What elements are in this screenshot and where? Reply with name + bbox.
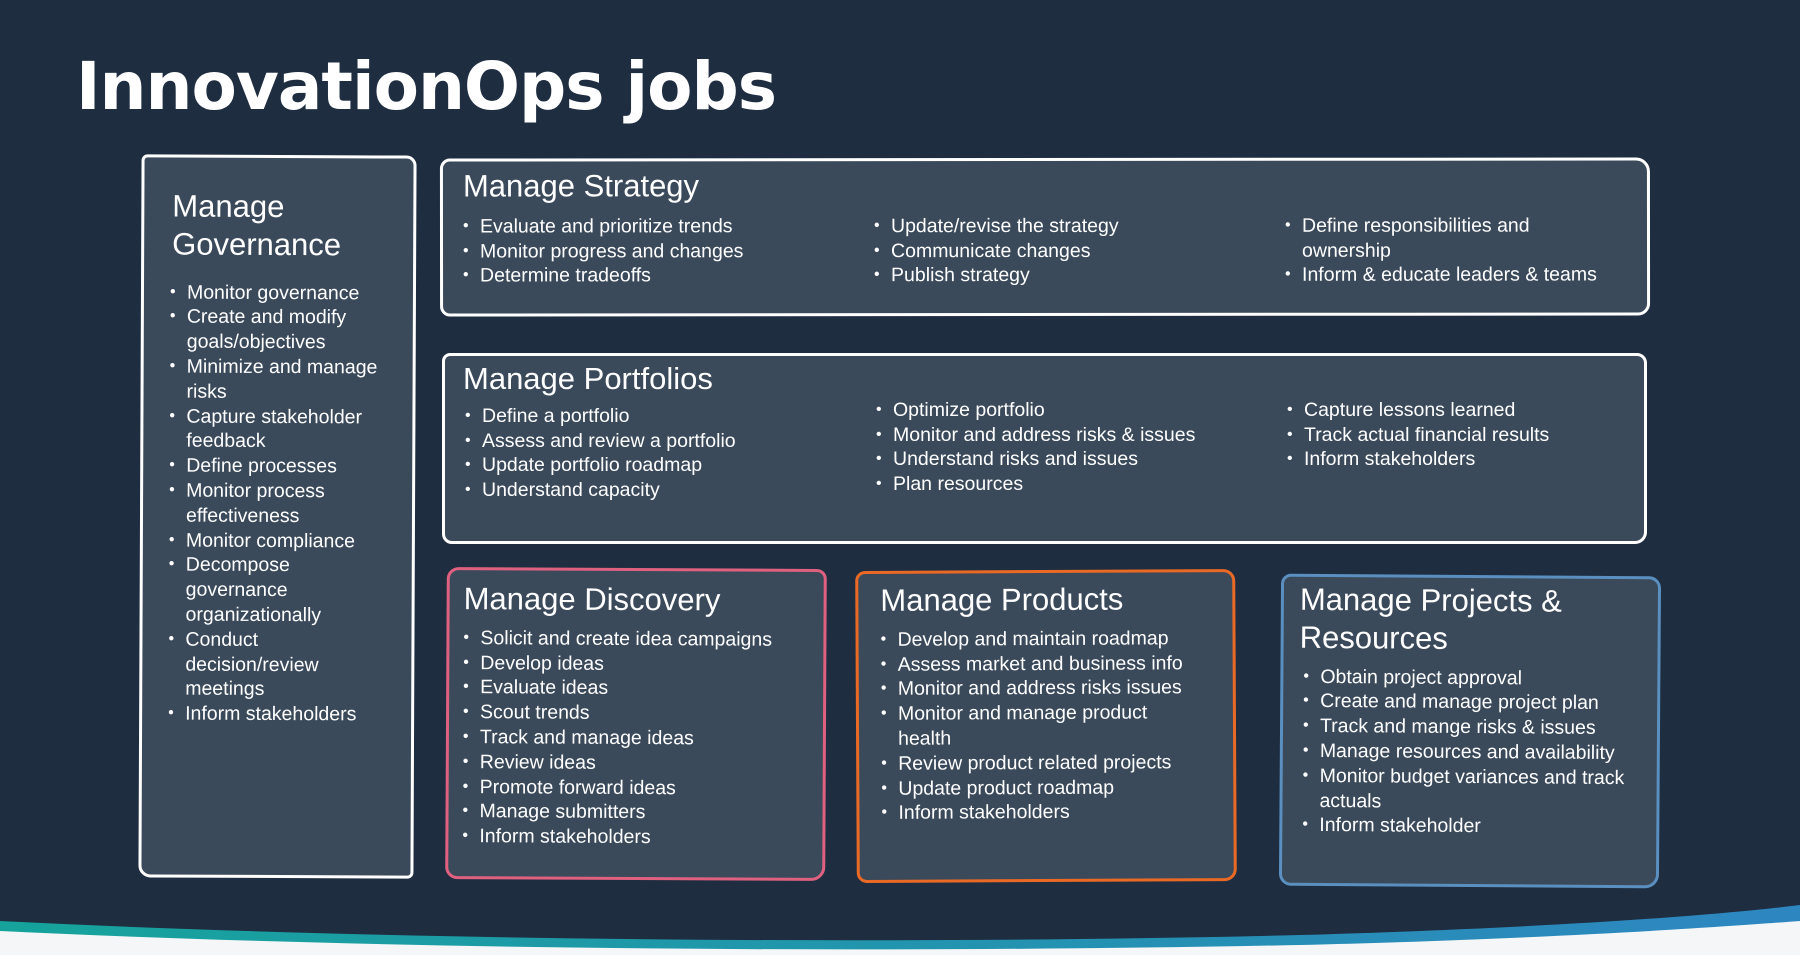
list-item: Solicit and create idea campaigns <box>463 626 805 653</box>
slide-title: InnovationOps jobs <box>76 48 777 125</box>
list-item: Obtain project approval <box>1303 664 1643 691</box>
list-item: Assess market and business info <box>881 651 1201 677</box>
list-item: Define processes <box>169 454 392 480</box>
list-item: Manage resources and availability <box>1303 739 1643 766</box>
list-item: Evaluate and prioritize trends <box>463 214 863 239</box>
list-item: Track and mange risks & issues <box>1303 714 1643 741</box>
list-item: Monitor compliance <box>169 528 392 554</box>
discovery-list: Solicit and create idea campaignsDevelop… <box>462 626 805 851</box>
list-item: Manage submitters <box>462 799 804 826</box>
list-item: Monitor progress and changes <box>463 239 863 264</box>
portfolios-heading: Manage Portfolios <box>463 361 713 396</box>
list-item: Develop ideas <box>463 651 805 678</box>
list-item: Understand capacity <box>465 478 865 503</box>
list-item: Publish strategy <box>874 263 1274 288</box>
list-item: Track actual financial results <box>1287 423 1647 448</box>
list-item: Scout trends <box>463 700 805 727</box>
portfolios-list-col3: Capture lessons learnedTrack actual fina… <box>1287 398 1647 472</box>
list-item: Inform stakeholders <box>462 824 804 851</box>
list-item: Minimize and manage risks <box>169 355 392 406</box>
list-item: Define responsibilities and ownership <box>1285 213 1605 263</box>
products-heading: Manage Products <box>880 581 1124 618</box>
list-item: Track and manage ideas <box>463 725 805 752</box>
governance-heading: Manage Governance <box>172 188 342 263</box>
strategy-list-col2: Update/revise the strategyCommunicate ch… <box>874 214 1274 289</box>
list-item: Monitor process effectiveness <box>169 479 392 530</box>
portfolios-list-col2: Optimize portfolioMonitor and address ri… <box>876 398 1276 497</box>
portfolios-panel: Manage Portfolios Define a portfolioAsse… <box>442 353 1647 544</box>
list-item: Review product related projects <box>881 750 1201 776</box>
list-item: Promote forward ideas <box>463 775 805 802</box>
list-item: Conduct decision/review meetings <box>168 627 391 702</box>
list-item: Inform stakeholders <box>168 702 391 728</box>
list-item: Create and manage project plan <box>1303 689 1643 716</box>
list-item: Plan resources <box>876 472 1276 497</box>
list-item: Monitor governance <box>170 280 393 306</box>
list-item: Understand risks and issues <box>876 447 1276 472</box>
list-item: Develop and maintain roadmap <box>880 626 1200 652</box>
portfolios-list-col1: Define a portfolioAssess and review a po… <box>465 404 865 503</box>
list-item: Define a portfolio <box>465 404 865 429</box>
list-item: Optimize portfolio <box>876 398 1276 423</box>
list-item: Inform & educate leaders & teams <box>1285 263 1605 288</box>
products-list: Develop and maintain roadmapAssess marke… <box>880 626 1201 826</box>
list-item: Update product roadmap <box>881 775 1201 801</box>
list-item: Inform stakeholders <box>1287 447 1647 472</box>
discovery-panel: Manage Discovery Solicit and create idea… <box>445 567 827 881</box>
list-item: Capture stakeholder feedback <box>169 404 392 455</box>
list-item: Monitor and manage product health <box>881 700 1201 751</box>
list-item: Inform stakeholder <box>1302 813 1642 840</box>
strategy-list-col1: Evaluate and prioritize trendsMonitor pr… <box>463 214 863 289</box>
projects-heading: Manage Projects & Resources <box>1299 581 1562 656</box>
list-item: Monitor and address risks & issues <box>876 423 1276 448</box>
discovery-heading: Manage Discovery <box>463 581 721 618</box>
list-item: Determine tradeoffs <box>463 264 863 289</box>
projects-list: Obtain project approvalCreate and manage… <box>1302 664 1643 840</box>
list-item: Assess and review a portfolio <box>465 429 865 454</box>
governance-panel: Manage Governance Monitor governanceCrea… <box>138 154 417 879</box>
products-panel: Manage Products Develop and maintain roa… <box>855 569 1237 883</box>
governance-list: Monitor governanceCreate and modify goal… <box>168 280 393 727</box>
list-item: Update/revise the strategy <box>874 214 1274 239</box>
list-item: Review ideas <box>463 750 805 777</box>
strategy-panel: Manage Strategy Evaluate and prioritize … <box>439 157 1651 317</box>
list-item: Communicate changes <box>874 238 1274 263</box>
list-item: Evaluate ideas <box>463 676 805 703</box>
strategy-heading: Manage Strategy <box>462 168 700 204</box>
list-item: Decompose governance organizationally <box>169 553 392 628</box>
list-item: Create and modify goals/objectives <box>170 305 393 356</box>
list-item: Monitor and address risks issues <box>881 676 1201 702</box>
decorative-wave <box>0 905 1800 955</box>
list-item: Inform stakeholders <box>881 800 1201 826</box>
projects-panel: Manage Projects & Resources Obtain proje… <box>1278 573 1662 889</box>
list-item: Update portfolio roadmap <box>465 453 865 478</box>
list-item: Capture lessons learned <box>1287 398 1647 423</box>
strategy-list-col3: Define responsibilities and ownershipInf… <box>1285 213 1605 288</box>
list-item: Monitor budget variances and track actua… <box>1302 764 1642 816</box>
